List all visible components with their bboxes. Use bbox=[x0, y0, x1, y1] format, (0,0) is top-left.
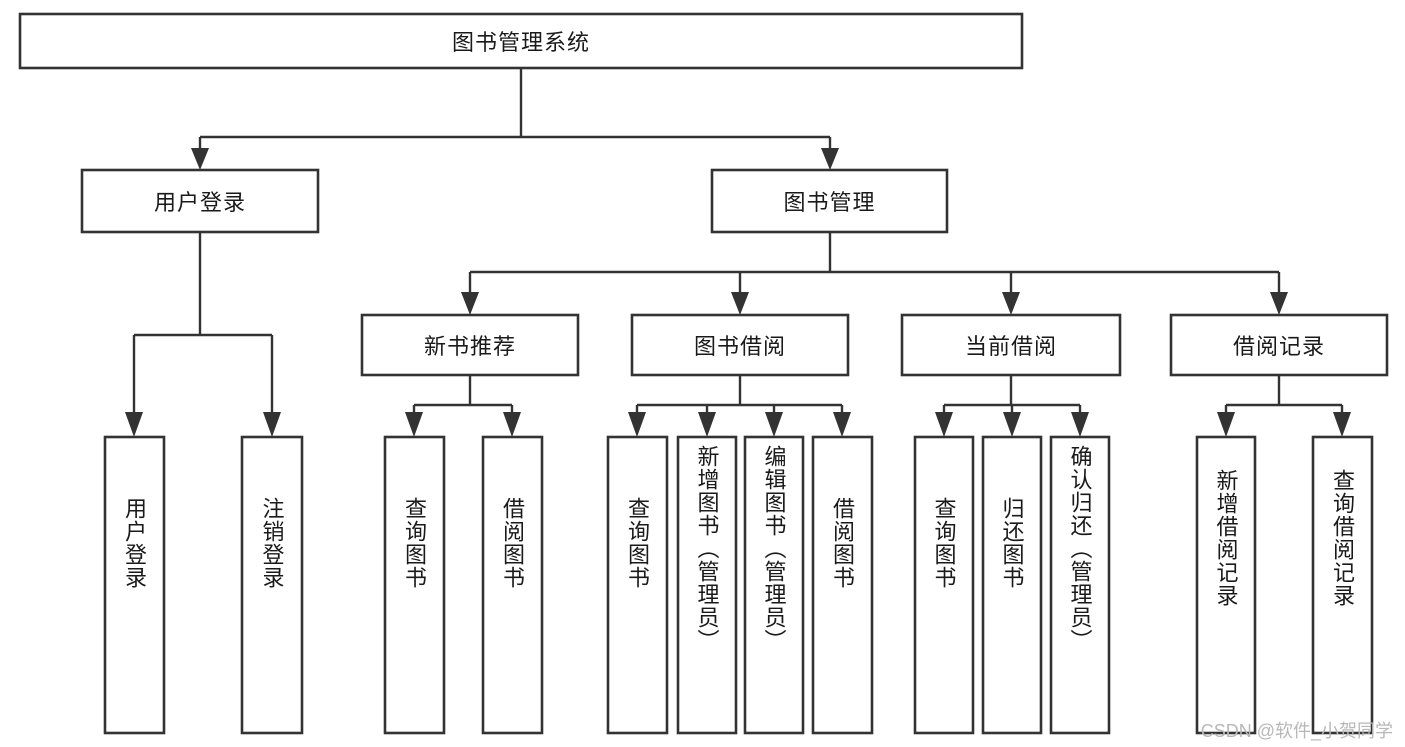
nodes-group bbox=[18, 12, 1389, 735]
node-box-leaf-return-book[interactable] bbox=[981, 435, 1043, 735]
node-box-leaf-edit-book[interactable] bbox=[743, 435, 805, 735]
arrow-head-leaf-query-book-recommend bbox=[405, 412, 423, 437]
arrow-head-leaf-borrow-book bbox=[833, 412, 851, 437]
arrow-head-leaf-borrow-book-recommend bbox=[503, 412, 521, 437]
node-box-new-book-recommend[interactable] bbox=[360, 313, 580, 377]
arrow-head-leaf-logout bbox=[263, 412, 281, 437]
node-box-book-borrow[interactable] bbox=[630, 313, 850, 377]
node-box-leaf-borrow-book[interactable] bbox=[811, 435, 874, 735]
arrow-head-leaf-add-book bbox=[698, 412, 716, 437]
node-box-root[interactable] bbox=[18, 12, 1024, 70]
arrow-head-leaf-user-login bbox=[125, 412, 143, 437]
node-box-leaf-query-book-current[interactable] bbox=[913, 435, 975, 735]
node-box-leaf-add-borrow-record[interactable] bbox=[1195, 435, 1257, 735]
node-box-leaf-logout[interactable] bbox=[240, 435, 304, 735]
edges-group bbox=[125, 68, 1351, 437]
node-box-borrow-record[interactable] bbox=[1169, 313, 1389, 377]
arrow-head-leaf-query-borrow-record bbox=[1333, 412, 1351, 437]
arrow-head-book-manage bbox=[821, 148, 839, 170]
arrow-head-new-book-recommend bbox=[461, 292, 479, 315]
arrow-head-leaf-query-book-borrow bbox=[628, 412, 646, 437]
arrow-head-user-login bbox=[191, 148, 209, 170]
node-box-leaf-query-book-borrow[interactable] bbox=[606, 435, 669, 735]
arrow-head-leaf-query-book-current bbox=[935, 412, 953, 437]
arrow-head-current-borrow bbox=[1002, 292, 1020, 315]
node-box-leaf-query-borrow-record[interactable] bbox=[1311, 435, 1374, 735]
arrow-head-leaf-edit-book bbox=[765, 412, 783, 437]
node-box-leaf-add-book[interactable] bbox=[676, 435, 738, 735]
node-box-current-borrow[interactable] bbox=[900, 313, 1122, 377]
arrow-head-leaf-return-book bbox=[1003, 412, 1021, 437]
arrow-head-leaf-add-borrow-record bbox=[1217, 412, 1235, 437]
node-box-leaf-confirm-return[interactable] bbox=[1049, 435, 1111, 735]
node-box-user-login[interactable] bbox=[80, 168, 320, 234]
node-box-leaf-query-book-recommend[interactable] bbox=[383, 435, 446, 735]
node-box-leaf-user-login[interactable] bbox=[103, 435, 166, 735]
node-box-leaf-borrow-book-recommend[interactable] bbox=[481, 435, 544, 735]
arrow-head-borrow-record bbox=[1270, 292, 1288, 315]
node-box-book-manage[interactable] bbox=[710, 168, 949, 234]
arrow-head-leaf-confirm-return bbox=[1071, 412, 1089, 437]
arrow-head-book-borrow bbox=[731, 292, 749, 315]
